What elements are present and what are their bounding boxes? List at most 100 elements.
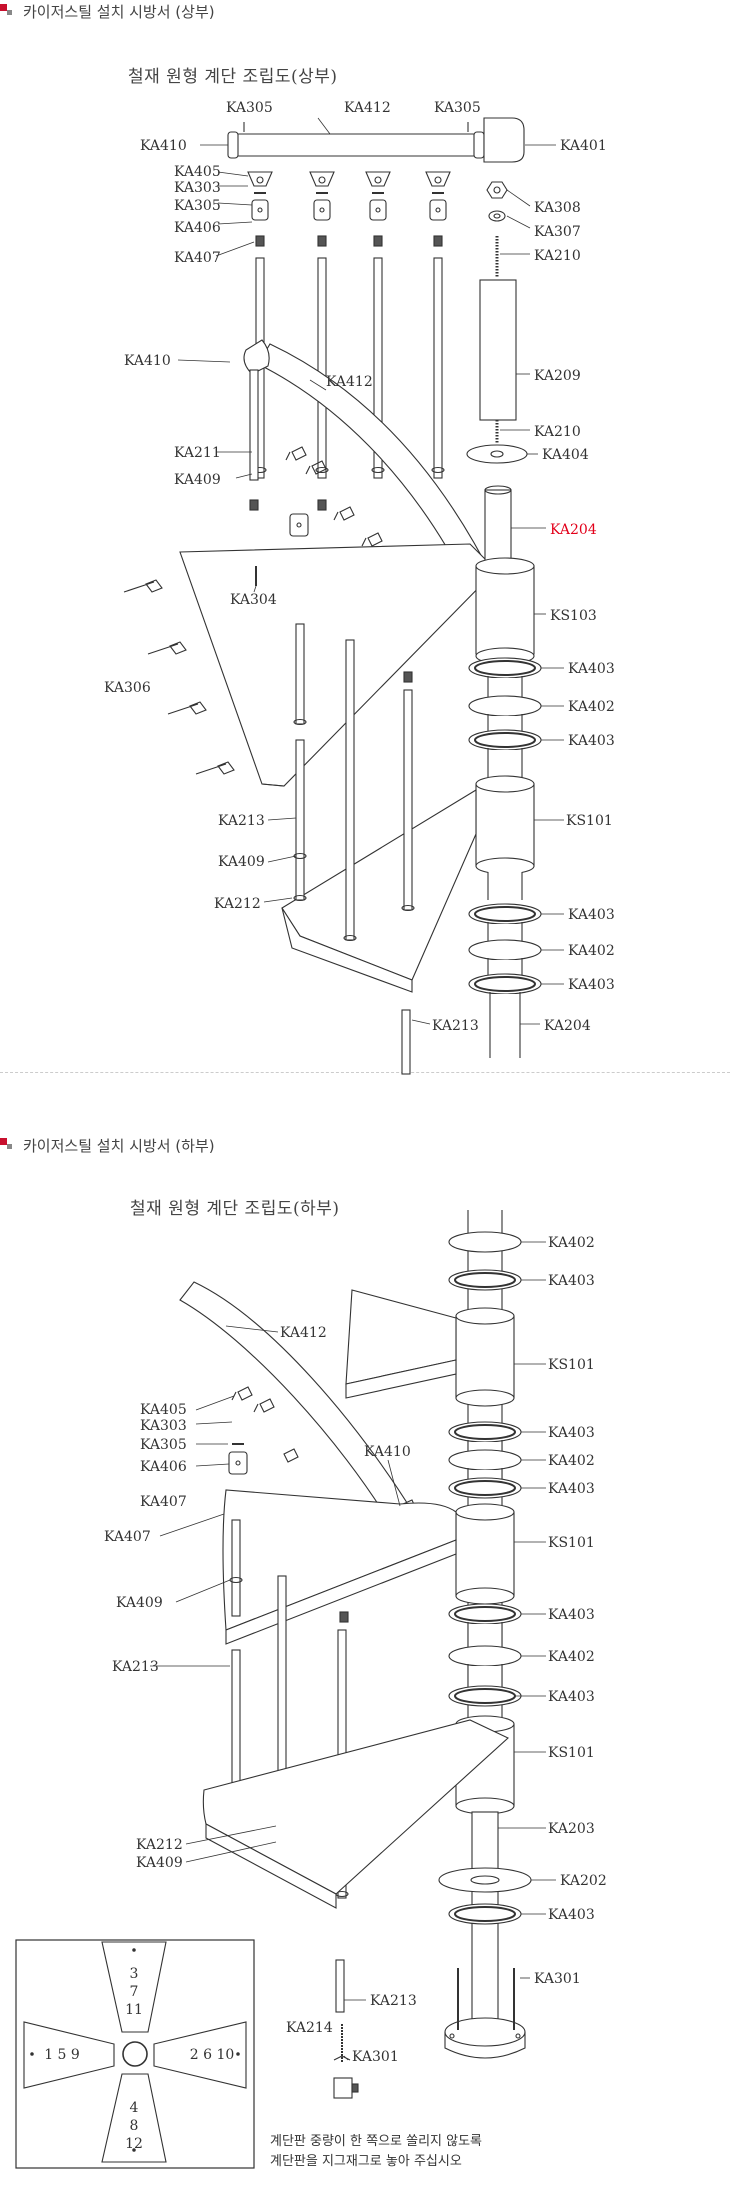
label-ka403: KA403 (548, 1481, 595, 1497)
label-ka213: KA213 (112, 1659, 159, 1675)
label-ka403: KA403 (548, 1689, 595, 1705)
label-ka410: KA410 (140, 138, 187, 154)
label-ka301: KA301 (534, 1971, 581, 1987)
label-ka202: KA202 (560, 1873, 607, 1889)
upper-assembly: KA305 KA412 KA305 KA410 KA401 KA405 KA30… (104, 100, 615, 1075)
plan-num-bottom-3: 12 (125, 2136, 143, 2152)
rail-end-ka410 (243, 339, 270, 375)
leader-lines-lower (150, 1241, 556, 2061)
rail-end-cap (473, 131, 485, 159)
plan-view (15, 1939, 255, 2169)
label-ka406: KA406 (174, 220, 221, 236)
lower-assembly: KA402 KA403 KA412 KS101 KA405 KA303 KA30… (15, 1210, 607, 2169)
plan-num-top-2: 7 (130, 1984, 139, 2000)
label-ka402: KA402 (548, 1235, 595, 1251)
label-ks101: KS101 (548, 1357, 595, 1373)
label-ka210: KA210 (534, 248, 581, 264)
label-ka307: KA307 (534, 224, 581, 240)
hub-ks101 (475, 783, 535, 867)
label-ka209: KA209 (534, 368, 581, 384)
label-ka403: KA403 (568, 661, 615, 677)
label-ka306: KA306 (104, 680, 151, 696)
label-ka409: KA409 (136, 1855, 183, 1871)
installation-note: 계단판 중량이 한 쪽으로 쏠리지 않도록 계단판을 지그재그로 놓아 주십시오 (270, 2132, 482, 2172)
label-ka210: KA210 (534, 424, 581, 440)
label-ka305: KA305 (434, 100, 481, 116)
label-ka403: KA403 (548, 1607, 595, 1623)
label-ka203: KA203 (548, 1821, 595, 1837)
gray-square-icon (7, 1143, 12, 1149)
block-ka214 (333, 2077, 353, 2099)
label-ka409: KA409 (116, 1595, 163, 1611)
plan-num-left: 1 5 9 (44, 2047, 80, 2063)
label-ka211: KA211 (174, 445, 221, 461)
ring-stack-2 (468, 872, 542, 1058)
label-ka406: KA406 (140, 1459, 187, 1475)
label-ka213: KA213 (432, 1018, 479, 1034)
label-ka412: KA412 (280, 1325, 327, 1341)
label-ka403: KA403 (548, 1425, 595, 1441)
label-ka213: KA213 (370, 1993, 417, 2009)
label-ka305: KA305 (140, 1437, 187, 1453)
washer-ka307 (488, 210, 506, 222)
label-ka409: KA409 (218, 854, 265, 870)
label-ka401: KA401 (560, 138, 607, 154)
nut-ka308 (486, 181, 508, 199)
label-ka412: KA412 (326, 374, 373, 390)
label-ka204-highlighted: KA204 (550, 522, 597, 538)
sleeve-ka209 (479, 279, 517, 421)
section-header-lower-text: 카이저스틸 설치 시방서 (하부) (23, 1136, 215, 1155)
label-ka213: KA213 (218, 813, 265, 829)
label-ks103: KS103 (550, 608, 597, 624)
label-ka304: KA304 (230, 592, 277, 608)
rail-end-cap (227, 131, 239, 159)
label-ka212: KA212 (136, 1837, 183, 1853)
flange-ka202 (438, 1867, 532, 1893)
label-ka407: KA407 (104, 1529, 151, 1545)
washer-ka404 (466, 444, 528, 464)
label-ka403: KA403 (568, 907, 615, 923)
label-ka212: KA212 (214, 896, 261, 912)
red-square-icon (0, 1137, 7, 1145)
label-ka404: KA404 (542, 447, 589, 463)
handrail-bar (231, 133, 481, 157)
section-header-upper: 카이저스틸 설치 시방서 (상부) (0, 0, 215, 22)
section-divider (0, 1072, 730, 1073)
leader-lines-upper (177, 117, 564, 1025)
lower-labels: KA402 KA403 KA412 KS101 KA405 KA303 KA30… (104, 1235, 607, 2065)
label-ks101: KS101 (548, 1535, 595, 1551)
label-ka402: KA402 (568, 943, 615, 959)
note-line-1: 계단판 중량이 한 쪽으로 쏠리지 않도록 (270, 2134, 483, 2149)
plan-num-top-1: 3 (130, 1966, 139, 1982)
hub-ks103 (475, 565, 535, 655)
label-ka305: KA305 (226, 100, 273, 116)
baluster-hardware (247, 171, 451, 479)
label-ks101: KS101 (566, 813, 613, 829)
label-ka407: KA407 (174, 250, 221, 266)
plan-num-top-3: 11 (125, 2002, 143, 2018)
plan-view-numbers: 3 7 11 1 5 9 2 6 10 4 8 12 (44, 1966, 234, 2152)
label-ka303: KA303 (140, 1418, 187, 1434)
end-cap-ka401 (483, 117, 525, 163)
column-top-ka204 (484, 489, 512, 563)
label-ka410: KA410 (124, 353, 171, 369)
tread-bottom (202, 1719, 509, 1895)
label-ka305: KA305 (174, 198, 221, 214)
label-ka402: KA402 (568, 699, 615, 715)
plan-num-bottom-2: 8 (130, 2118, 139, 2134)
label-ka402: KA402 (548, 1453, 595, 1469)
label-ka412: KA412 (344, 100, 391, 116)
label-ka407: KA407 (140, 1494, 187, 1510)
label-ka405: KA405 (140, 1402, 187, 1418)
ring-stack-1 (468, 657, 542, 780)
label-ka303: KA303 (174, 180, 221, 196)
tread-upper (179, 543, 497, 787)
label-ka403: KA403 (568, 977, 615, 993)
note-line-2: 계단판을 지그재그로 놓아 주십시오 (270, 2154, 462, 2169)
section-header-upper-text: 카이저스틸 설치 시방서 (상부) (23, 2, 215, 21)
label-ka409: KA409 (174, 472, 221, 488)
diagram-title-lower: 철재 원형 계단 조립도(하부) (130, 1199, 340, 1219)
anchor-bolts (123, 579, 235, 775)
label-ka410: KA410 (364, 1444, 411, 1460)
